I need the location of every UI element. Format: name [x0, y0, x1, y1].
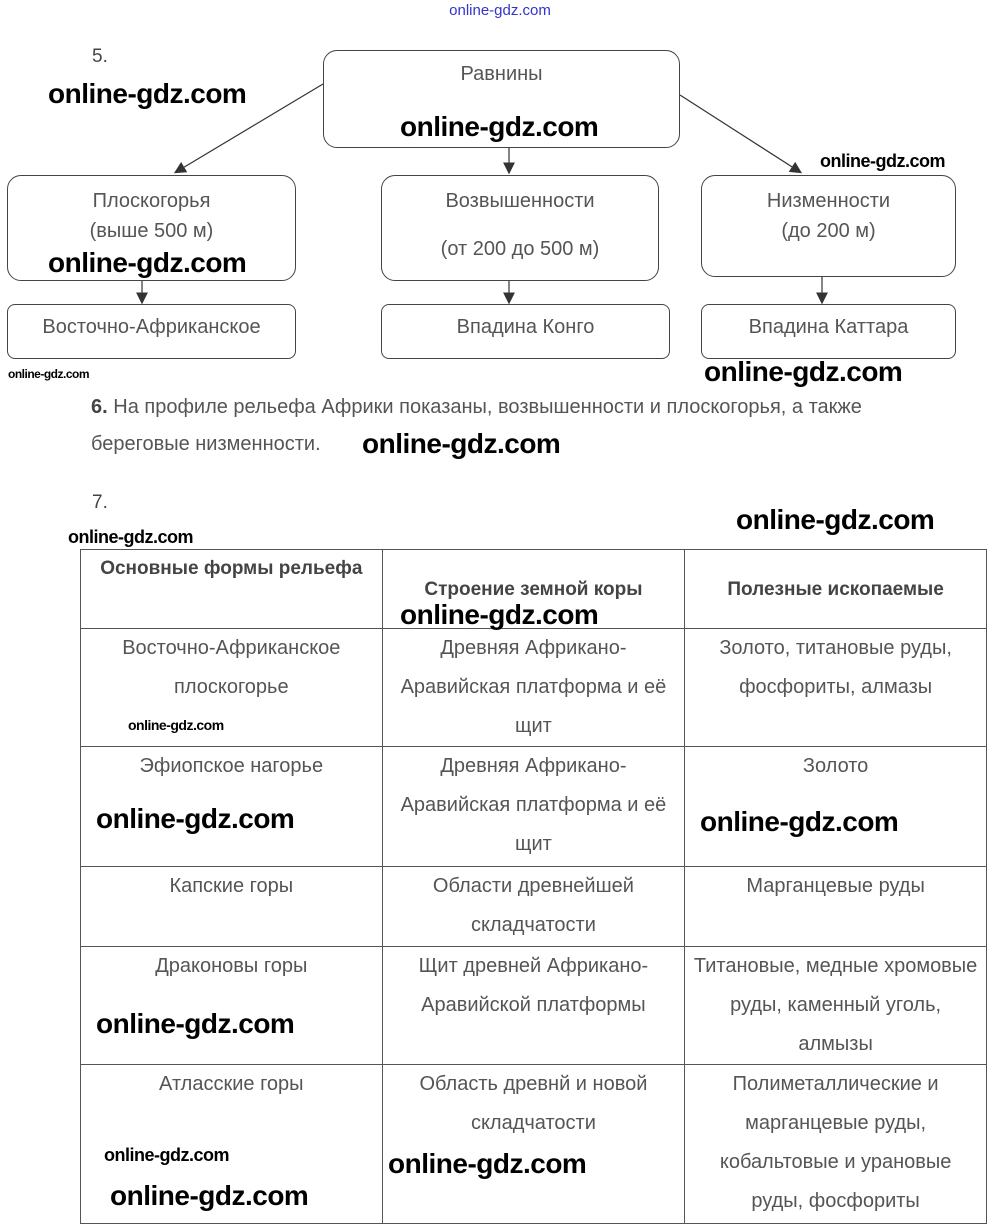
cell-relief: Капские горы [80, 866, 383, 947]
cell-crust: Области древнейшей складчатости [381, 866, 686, 947]
header-relief: Основные формы рельефа [80, 549, 383, 629]
task6-paragraph: 6. На профиле рельефа Африки показаны, в… [91, 389, 991, 463]
cell-minerals: Титановые, медные хромовые руды, каменны… [684, 946, 987, 1065]
arrow-to-lowlands [679, 94, 803, 174]
task7-number: 7. [92, 492, 108, 513]
cell-minerals: Марганцевые руды [684, 866, 987, 947]
box-uplands: Возвышенности (от 200 до 500 м) [381, 175, 659, 281]
table-row: Атласские горы Область древнй и новой ск… [80, 1064, 987, 1224]
diagram-arrows [136, 83, 828, 305]
watermark: online-gdz.com [388, 1148, 587, 1179]
watermark: online-gdz.com [48, 78, 247, 109]
table-row: Эфиопское нагорье Древняя Африкано-Арави… [80, 746, 987, 867]
watermark: online-gdz.com [704, 356, 903, 387]
root-label: Равнины [460, 63, 543, 85]
example-box-plateau: Восточно-Африканское [7, 304, 296, 359]
task6-number: 6. [91, 396, 108, 418]
box-lowlands: Низменности (до 200 м) [701, 175, 956, 277]
table-row: Капские горы Области древнейшей складчат… [80, 866, 987, 947]
cell-crust: Область древнй и новой складчатости [381, 1064, 686, 1224]
task6-line2: береговые низменности. [91, 433, 321, 455]
branch-subtitle: (до 200 м) [781, 220, 876, 242]
table-header-row: Основные формы рельефа Строение земной к… [80, 549, 987, 629]
cell-relief: Восточно-Африканское плоскогорье [80, 628, 383, 747]
example-box-lowland: Впадина Каттара [701, 304, 956, 359]
box-plateaus: Плоскогорья (выше 500 м) [7, 175, 296, 281]
watermark: online-gdz.com [96, 803, 295, 834]
cell-minerals: Золото, титановые руды, фосфориты, алмаз… [684, 628, 987, 747]
cell-relief: Драконовы горы [80, 946, 383, 1065]
root-box-plains: Равнины [323, 50, 680, 148]
watermark: online-gdz.com [128, 717, 224, 733]
watermark: online-gdz.com [362, 428, 561, 459]
branch-subtitle: (от 200 до 500 м) [440, 238, 600, 260]
branch-title: Возвышенности [445, 190, 595, 212]
branch-title: Низменности [766, 190, 891, 212]
watermark: online-gdz.com [96, 1008, 295, 1039]
cell-relief: Эфиопское нагорье [80, 746, 383, 867]
watermark: online-gdz.com [8, 367, 90, 381]
example-label: Впадина Каттара [748, 316, 909, 338]
watermark: online-gdz.com [700, 806, 899, 837]
example-label: Впадина Конго [456, 316, 595, 338]
watermark: online-gdz.com [820, 151, 946, 171]
watermark: online-gdz.com [68, 527, 194, 547]
watermark: online-gdz.com [48, 247, 247, 278]
watermark: online-gdz.com [736, 504, 935, 535]
table-row: Восточно-Африканское плоскогорье Древняя… [80, 628, 987, 747]
branch-subtitle: (выше 500 м) [89, 220, 214, 242]
watermark: online-gdz.com [400, 111, 599, 142]
example-box-upland: Впадина Конго [381, 304, 670, 359]
header-minerals: Полезные ископаемые [684, 549, 987, 629]
task6-line1: На профиле рельефа Африки показаны, возв… [113, 396, 862, 418]
cell-relief: Атласские горы [80, 1064, 383, 1224]
cell-crust: Древняя Африкано-Аравийская платформа и … [381, 628, 686, 747]
table-row: Драконовы горы Щит древней Африкано-Арав… [80, 946, 987, 1065]
watermark: online-gdz.com [104, 1145, 230, 1165]
watermark: online-gdz.com [110, 1180, 309, 1211]
branch-title: Плоскогорья [92, 190, 211, 212]
task5-number: 5. [92, 46, 108, 67]
header-crust: Строение земной коры [381, 549, 686, 629]
header-watermark[interactable]: online-gdz.com [449, 2, 551, 19]
cell-crust: Щит древней Африкано-Аравийской платформ… [381, 946, 686, 1065]
cell-crust: Древняя Африкано-Аравийская платформа и … [381, 746, 686, 867]
arrow-to-plateaus [173, 83, 324, 174]
cell-minerals: Золото [684, 746, 987, 867]
cell-minerals: Полиметаллические и марганцевые руды, ко… [684, 1064, 987, 1224]
example-label: Восточно-Африканское [42, 316, 261, 338]
watermark: online-gdz.com [400, 599, 599, 630]
relief-table: Основные формы рельефа Строение земной к… [80, 549, 987, 1224]
